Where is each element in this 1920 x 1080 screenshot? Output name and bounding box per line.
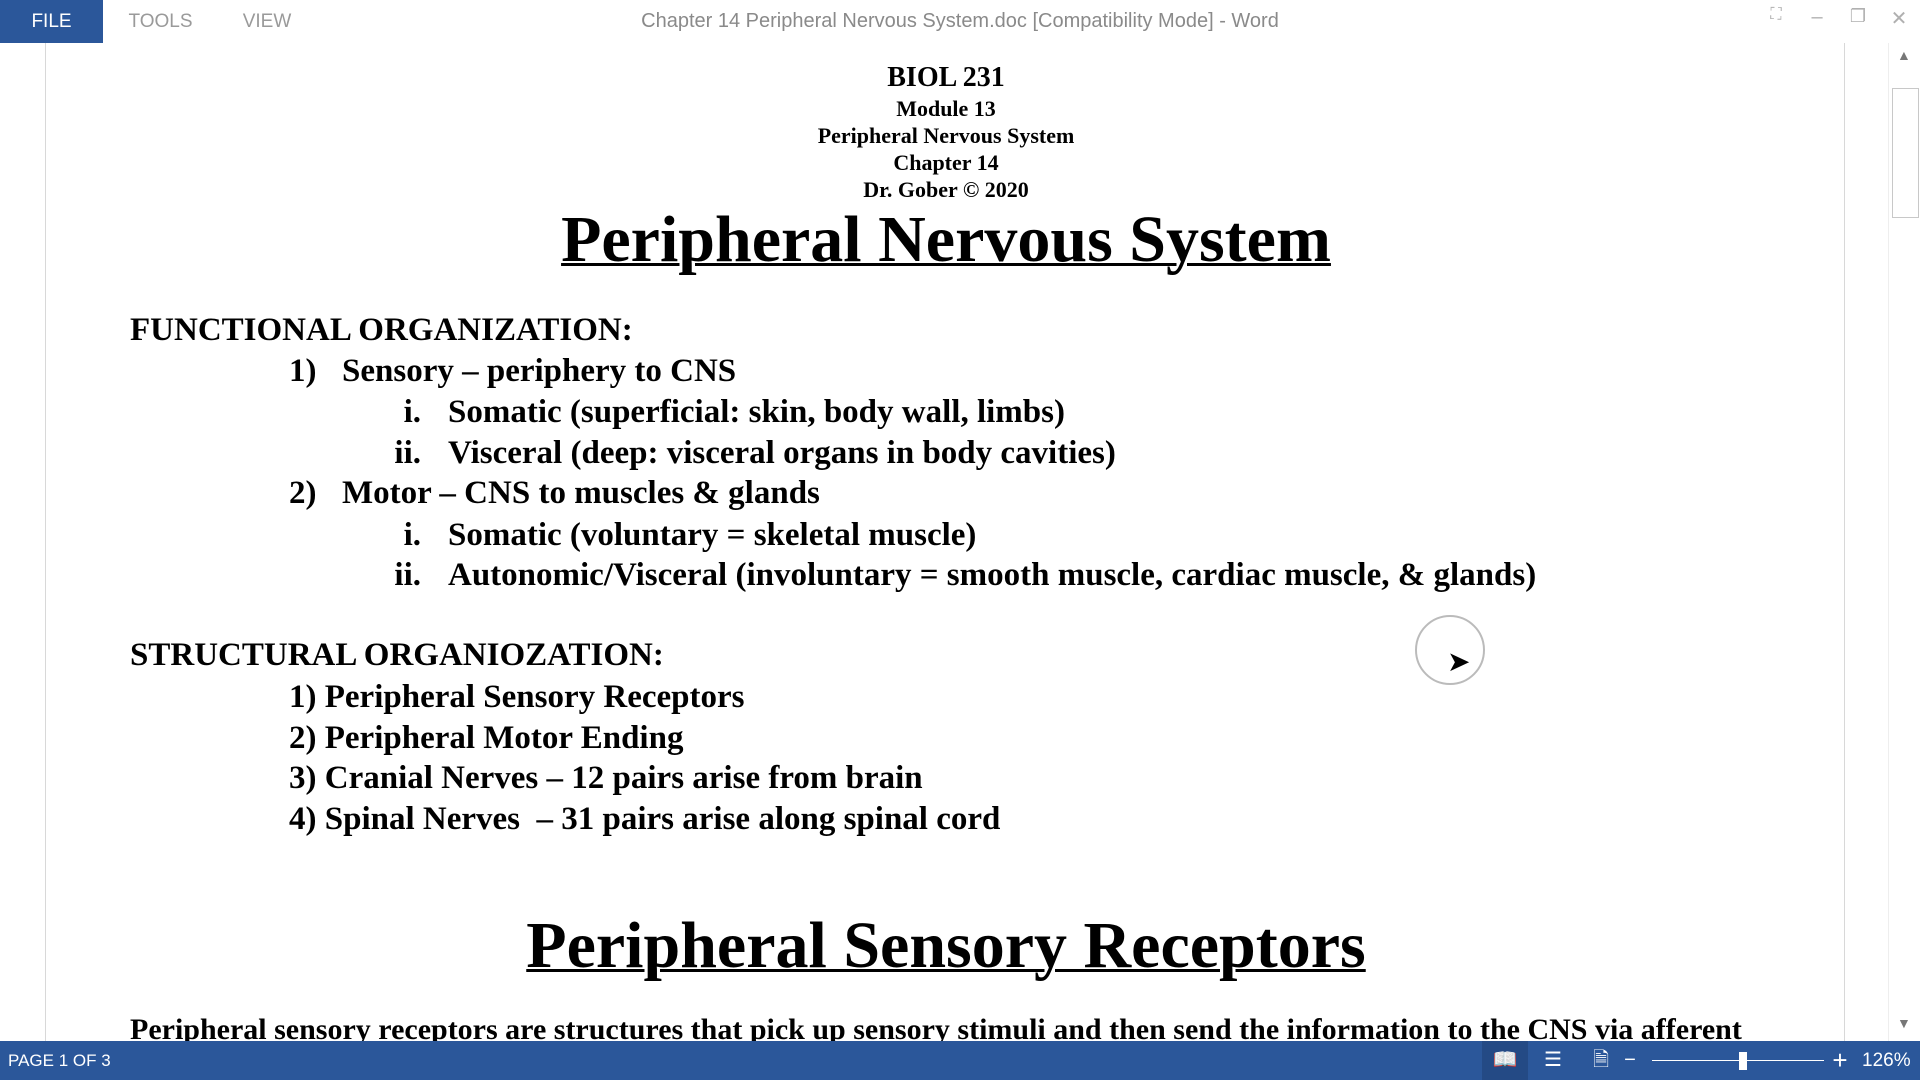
section-title: Peripheral Sensory Receptors	[526, 909, 1366, 982]
list-item: 1) Peripheral Sensory Receptors	[289, 679, 745, 715]
list-number: 1)	[289, 353, 317, 389]
header-topic: Peripheral Nervous System	[817, 123, 1075, 148]
page-indicator[interactable]: PAGE 1 OF 3	[8, 1051, 111, 1070]
close-button[interactable]: ✕	[1890, 8, 1908, 30]
print-layout-icon[interactable]: ☰	[1544, 1049, 1562, 1071]
vertical-scrollbar[interactable]: ▲ ▼	[1888, 43, 1920, 1041]
read-mode-icon[interactable]: 📖	[1482, 1041, 1528, 1080]
zoom-slider[interactable]	[1652, 1060, 1824, 1061]
zoom-in-icon[interactable]: +	[1832, 1045, 1848, 1075]
zoom-slider-handle[interactable]	[1739, 1052, 1747, 1070]
list-item: 4) Spinal Nerves – 31 pairs arise along …	[289, 801, 1001, 837]
tab-tools[interactable]: TOOLS	[128, 11, 193, 32]
list-number: 2)	[289, 475, 317, 511]
scroll-up-icon[interactable]: ▲	[1897, 47, 1911, 63]
mouse-pointer-icon: ➤	[1447, 646, 1471, 677]
document-title: Peripheral Nervous System	[561, 203, 1331, 276]
status-bar: PAGE 1 OF 3 📖 ☰ 🗎 − + 126%	[0, 1041, 1920, 1080]
paragraph: Peripheral sensory receptors are structu…	[130, 1013, 1742, 1041]
list-item: Visceral (deep: visceral organs in body …	[448, 435, 1116, 471]
web-layout-icon[interactable]: 🗎	[1592, 1049, 1610, 1071]
list-number: i.	[403, 517, 421, 553]
scroll-down-icon[interactable]: ▼	[1897, 1015, 1911, 1031]
list-item: 2) Peripheral Motor Ending	[289, 720, 684, 756]
tab-file[interactable]: FILE	[0, 0, 103, 43]
list-number: i.	[403, 394, 421, 430]
window-title: Chapter 14 Peripheral Nervous System.doc…	[641, 10, 1279, 32]
list-item: 3) Cranial Nerves – 12 pairs arise from …	[289, 760, 923, 796]
header-chapter: Chapter 14	[893, 150, 999, 175]
list-item: Autonomic/Visceral (involuntary = smooth…	[448, 557, 1537, 593]
list-number: ii.	[394, 557, 421, 593]
list-item: Motor – CNS to muscles & glands	[342, 475, 820, 511]
zoom-level[interactable]: 126%	[1862, 1050, 1911, 1071]
list-item: Somatic (voluntary = skeletal muscle)	[448, 517, 977, 553]
header-module: Module 13	[896, 96, 996, 121]
scroll-thumb[interactable]	[1892, 88, 1919, 218]
click-indicator	[1415, 615, 1485, 685]
full-screen-icon[interactable]: ⛶	[1770, 6, 1782, 23]
structural-heading: STRUCTURAL ORGANIOZATION:	[130, 637, 664, 673]
list-number: ii.	[394, 435, 421, 471]
functional-heading: FUNCTIONAL ORGANIZATION:	[130, 312, 633, 348]
zoom-out-icon[interactable]: −	[1624, 1049, 1636, 1071]
list-item: Somatic (superficial: skin, body wall, l…	[448, 394, 1065, 430]
header-author: Dr. Gober © 2020	[863, 177, 1029, 202]
tab-view[interactable]: VIEW	[242, 11, 292, 32]
document-page[interactable]: BIOL 231 Module 13 Peripheral Nervous Sy…	[45, 43, 1845, 1041]
ribbon-bar: FILE TOOLS VIEW Chapter 14 Peripheral Ne…	[0, 0, 1920, 43]
header-course: BIOL 231	[887, 62, 1005, 93]
restore-button[interactable]: ❐	[1849, 6, 1867, 26]
list-item: Sensory – periphery to CNS	[342, 353, 737, 389]
minimize-button[interactable]: –	[1811, 6, 1823, 28]
